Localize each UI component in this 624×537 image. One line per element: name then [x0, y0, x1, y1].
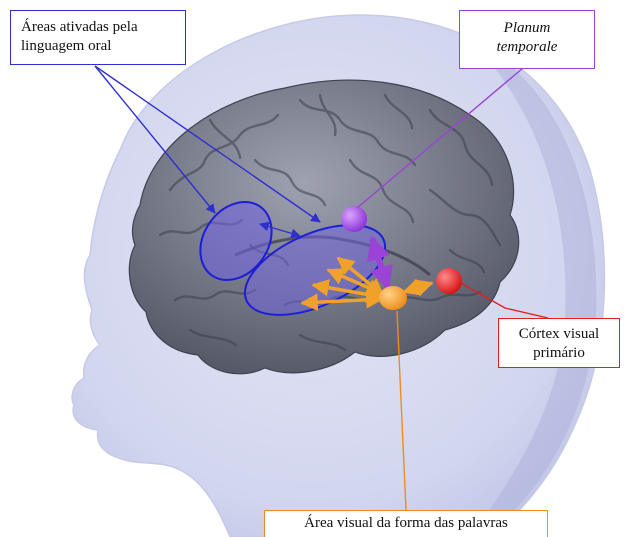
vwfa-label-text: Área visual da forma das palavras: [271, 514, 541, 533]
planum-label-line-1: Planum: [466, 19, 588, 38]
vwfa-sphere: [379, 286, 407, 310]
planum-label-line-2: temporale: [466, 38, 588, 57]
oral-areas-label-line-2: linguagem oral: [21, 37, 175, 56]
planum-temporale-label: Planum temporale: [459, 10, 595, 69]
primary-visual-cortex-sphere: [436, 268, 462, 294]
primary-visual-cortex-label: Córtex visual primário: [498, 318, 620, 368]
cortex-label-line-1: Córtex visual: [503, 325, 615, 344]
oral-areas-label-line-1: Áreas ativadas pela: [21, 18, 175, 37]
planum-temporale-sphere: [341, 206, 367, 232]
oral-areas-label: Áreas ativadas pela linguagem oral: [10, 10, 186, 65]
visual-word-form-area-label: Área visual da forma das palavras: [264, 510, 548, 537]
cortex-label-line-2: primário: [503, 344, 615, 363]
